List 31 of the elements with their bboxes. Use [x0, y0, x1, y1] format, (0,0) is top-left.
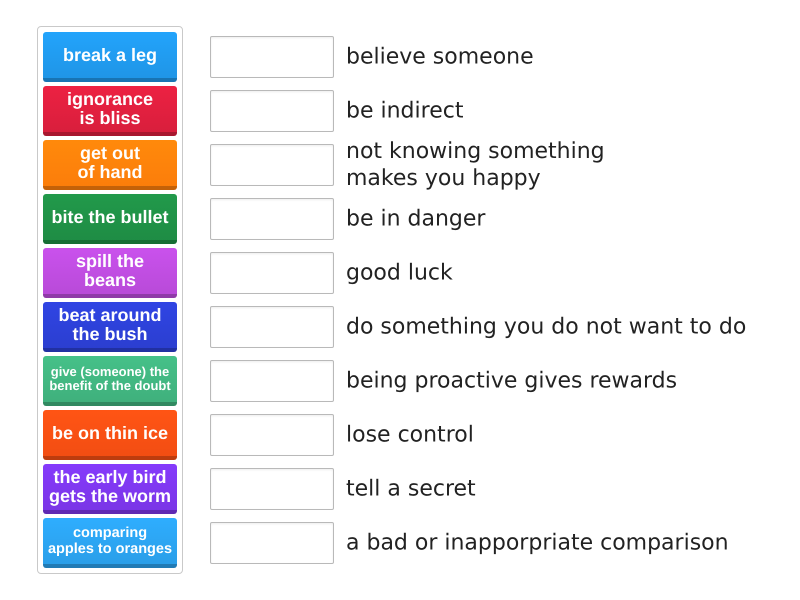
answer-box — [210, 36, 334, 78]
idiom-card: spill the beans — [43, 248, 177, 298]
answer-box — [210, 252, 334, 294]
definition-text: good luck — [346, 260, 453, 286]
definition-text: a bad or inapporpriate comparison — [346, 530, 729, 556]
idiom-card: beat around the bush — [43, 302, 177, 352]
definition-text: tell a secret — [346, 476, 476, 502]
definition-text: not knowing something makes you happy — [346, 138, 606, 192]
idiom-card: get out of hand — [43, 140, 177, 190]
definition-text: believe someone — [346, 44, 534, 70]
answer-box — [210, 198, 334, 240]
idiom-card: break a leg — [43, 32, 177, 82]
definition-text: do something you do not want to do — [346, 314, 746, 340]
idiom-card: give (someone) the benefit of the doubt — [43, 356, 177, 406]
tile-panel — [37, 26, 183, 574]
definition-text: be in danger — [346, 206, 486, 232]
answer-box — [210, 468, 334, 510]
answer-box — [210, 414, 334, 456]
answer-box — [210, 306, 334, 348]
definition-text: being proactive gives rewards — [346, 368, 678, 394]
answer-box — [210, 522, 334, 564]
answer-box — [210, 90, 334, 132]
definition-text: be indirect — [346, 98, 464, 124]
answer-box — [210, 144, 334, 186]
idiom-card: ignorance is bliss — [43, 86, 177, 136]
answer-box — [210, 360, 334, 402]
idiom-card: comparing apples to oranges — [43, 518, 177, 568]
definition-text: lose control — [346, 422, 474, 448]
idiom-card: be on thin ice — [43, 410, 177, 460]
idiom-card: the early bird gets the worm — [43, 464, 177, 514]
idiom-card: bite the bullet — [43, 194, 177, 244]
